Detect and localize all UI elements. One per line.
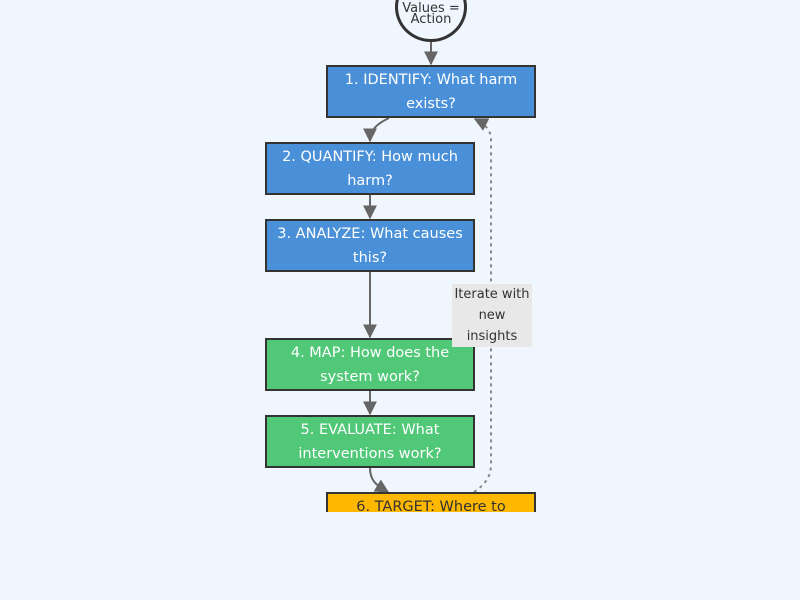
start-node-label: Values = Action: [402, 1, 460, 27]
canvas-bottom-area: [0, 512, 800, 600]
map-node-label: 4. MAP: How does the system work?: [290, 344, 450, 385]
quantify-node-label: 2. QUANTIFY: How much harm?: [282, 148, 458, 189]
map-node: 4. MAP: How does the system work?: [265, 338, 475, 391]
analyze-node-label: 3. ANALYZE: What causes this?: [277, 225, 463, 266]
evaluate-node-label: 5. EVALUATE: What interventions work?: [298, 421, 442, 462]
quantify-node: 2. QUANTIFY: How much harm?: [265, 142, 475, 195]
target-node-label: 6. TARGET: Where to: [356, 499, 506, 515]
identify-node: 1. IDENTIFY: What harm exists?: [326, 65, 536, 118]
edge-evaluate-to-target: [369, 467, 390, 493]
evaluate-node: 5. EVALUATE: What interventions work?: [265, 415, 475, 468]
edge-identify-to-quantify: [363, 117, 390, 143]
analyze-node: 3. ANALYZE: What causes this?: [265, 219, 475, 272]
iterate-edge-label: Iterate with new insights: [452, 284, 532, 347]
iterate-edge-label-text: Iterate with new insights: [454, 287, 530, 344]
identify-node-label: 1. IDENTIFY: What harm exists?: [344, 71, 518, 112]
